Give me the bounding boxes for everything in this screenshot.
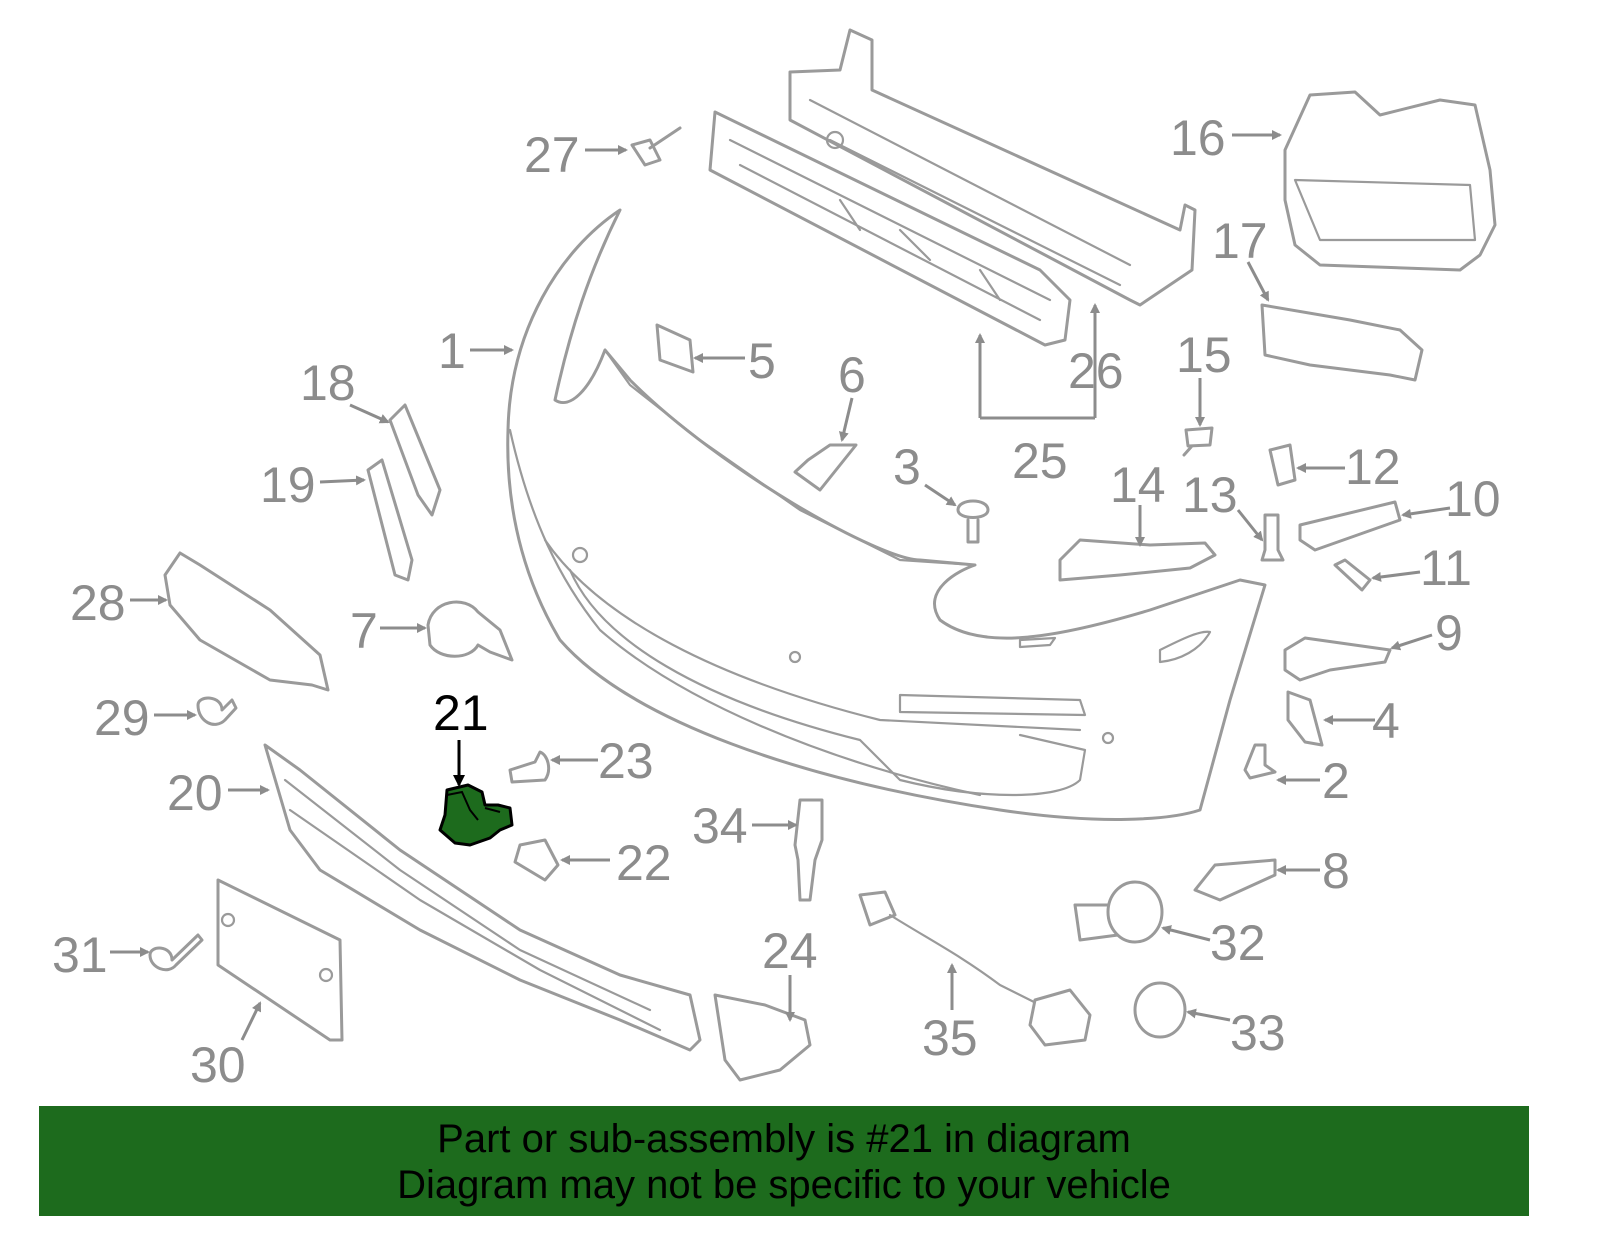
callout-35: 35 xyxy=(922,1010,978,1066)
part-17-trim xyxy=(1260,303,1424,382)
callout-5: 5 xyxy=(748,333,776,389)
callout-19: 19 xyxy=(260,457,316,513)
part-11-bolt xyxy=(1333,558,1372,592)
callout-21: 21 xyxy=(433,685,489,741)
callout-32: 32 xyxy=(1210,915,1266,971)
callout-10: 10 xyxy=(1445,471,1501,527)
part-24-trim xyxy=(713,993,812,1082)
part-29-bolt xyxy=(196,696,238,726)
banner-line-2: Diagram may not be specific to your vehi… xyxy=(397,1163,1171,1207)
part-15-screw xyxy=(1182,426,1214,457)
part-5-bracket xyxy=(655,323,695,374)
part-25-energy-absorber xyxy=(708,110,1072,347)
part-2-screw xyxy=(1243,743,1277,780)
callout-29: 29 xyxy=(94,690,150,746)
callout-28: 28 xyxy=(70,575,126,631)
part-9-trim xyxy=(1283,636,1392,682)
part-3-clip xyxy=(956,499,990,544)
callout-9: 9 xyxy=(1435,605,1463,661)
callout-6: 6 xyxy=(838,347,866,403)
callout-12: 12 xyxy=(1345,439,1401,495)
part-19-trim-strip xyxy=(366,458,414,582)
part-34-sensor xyxy=(793,798,824,902)
callout-30: 30 xyxy=(190,1037,246,1093)
callout-17: 17 xyxy=(1212,213,1268,269)
part-4-bracket xyxy=(1286,690,1324,747)
callout-11: 11 xyxy=(1420,540,1472,596)
part-14-bracket xyxy=(1058,538,1217,582)
part-35-harness xyxy=(858,890,1092,1047)
callout-labels: 27 1 5 6 3 25 26 15 16 17 12 14 13 10 11… xyxy=(52,110,1501,1093)
part-32-sensor-holder xyxy=(1073,880,1164,944)
part-28-bracket xyxy=(163,551,330,692)
callout-33: 33 xyxy=(1230,1005,1286,1061)
info-banner: Part or sub-assembly is #21 in diagram D… xyxy=(39,1106,1529,1216)
part-26-impact-bar xyxy=(788,28,1197,307)
callout-3: 3 xyxy=(893,439,921,495)
part-18-trim-strip xyxy=(388,403,442,517)
callout-25: 25 xyxy=(1012,433,1068,489)
part-10-bracket xyxy=(1298,500,1402,552)
callout-1: 1 xyxy=(438,323,466,379)
part-8-bracket xyxy=(1193,858,1277,902)
part-13-stud xyxy=(1260,513,1285,562)
part-22-bracket xyxy=(513,838,560,882)
callout-15: 15 xyxy=(1176,327,1232,383)
callout-23: 23 xyxy=(598,733,654,789)
part-6-bracket xyxy=(793,443,858,492)
part-7-cap xyxy=(426,600,514,662)
part-30-plate xyxy=(216,878,344,1042)
part-23-bolt xyxy=(508,750,551,784)
callout-31: 31 xyxy=(52,927,108,983)
callout-4: 4 xyxy=(1372,693,1400,749)
callout-16: 16 xyxy=(1170,110,1226,166)
part-16-bracket xyxy=(1283,90,1497,272)
callout-20: 20 xyxy=(167,765,223,821)
callout-14: 14 xyxy=(1110,457,1166,513)
callout-24: 24 xyxy=(762,923,818,979)
callout-27: 27 xyxy=(524,127,580,183)
callout-7: 7 xyxy=(350,603,378,659)
banner-line-1: Part or sub-assembly is #21 in diagram xyxy=(437,1117,1131,1161)
part-21-highlighted xyxy=(438,783,514,847)
callout-13: 13 xyxy=(1182,467,1238,523)
part-31-screw xyxy=(148,933,204,972)
callout-26: 26 xyxy=(1068,343,1124,399)
part-20-grille xyxy=(263,743,702,1052)
callout-34: 34 xyxy=(692,798,748,854)
callout-22: 22 xyxy=(616,835,672,891)
part-12-clip xyxy=(1268,443,1297,487)
callout-18: 18 xyxy=(300,355,356,411)
part-33-cap xyxy=(1133,981,1187,1039)
part-27-bolt xyxy=(630,126,682,167)
callout-2: 2 xyxy=(1322,753,1350,809)
callout-8: 8 xyxy=(1322,843,1350,899)
part-1-bumper-cover xyxy=(506,208,1267,821)
leader-arrows xyxy=(110,130,1451,1041)
